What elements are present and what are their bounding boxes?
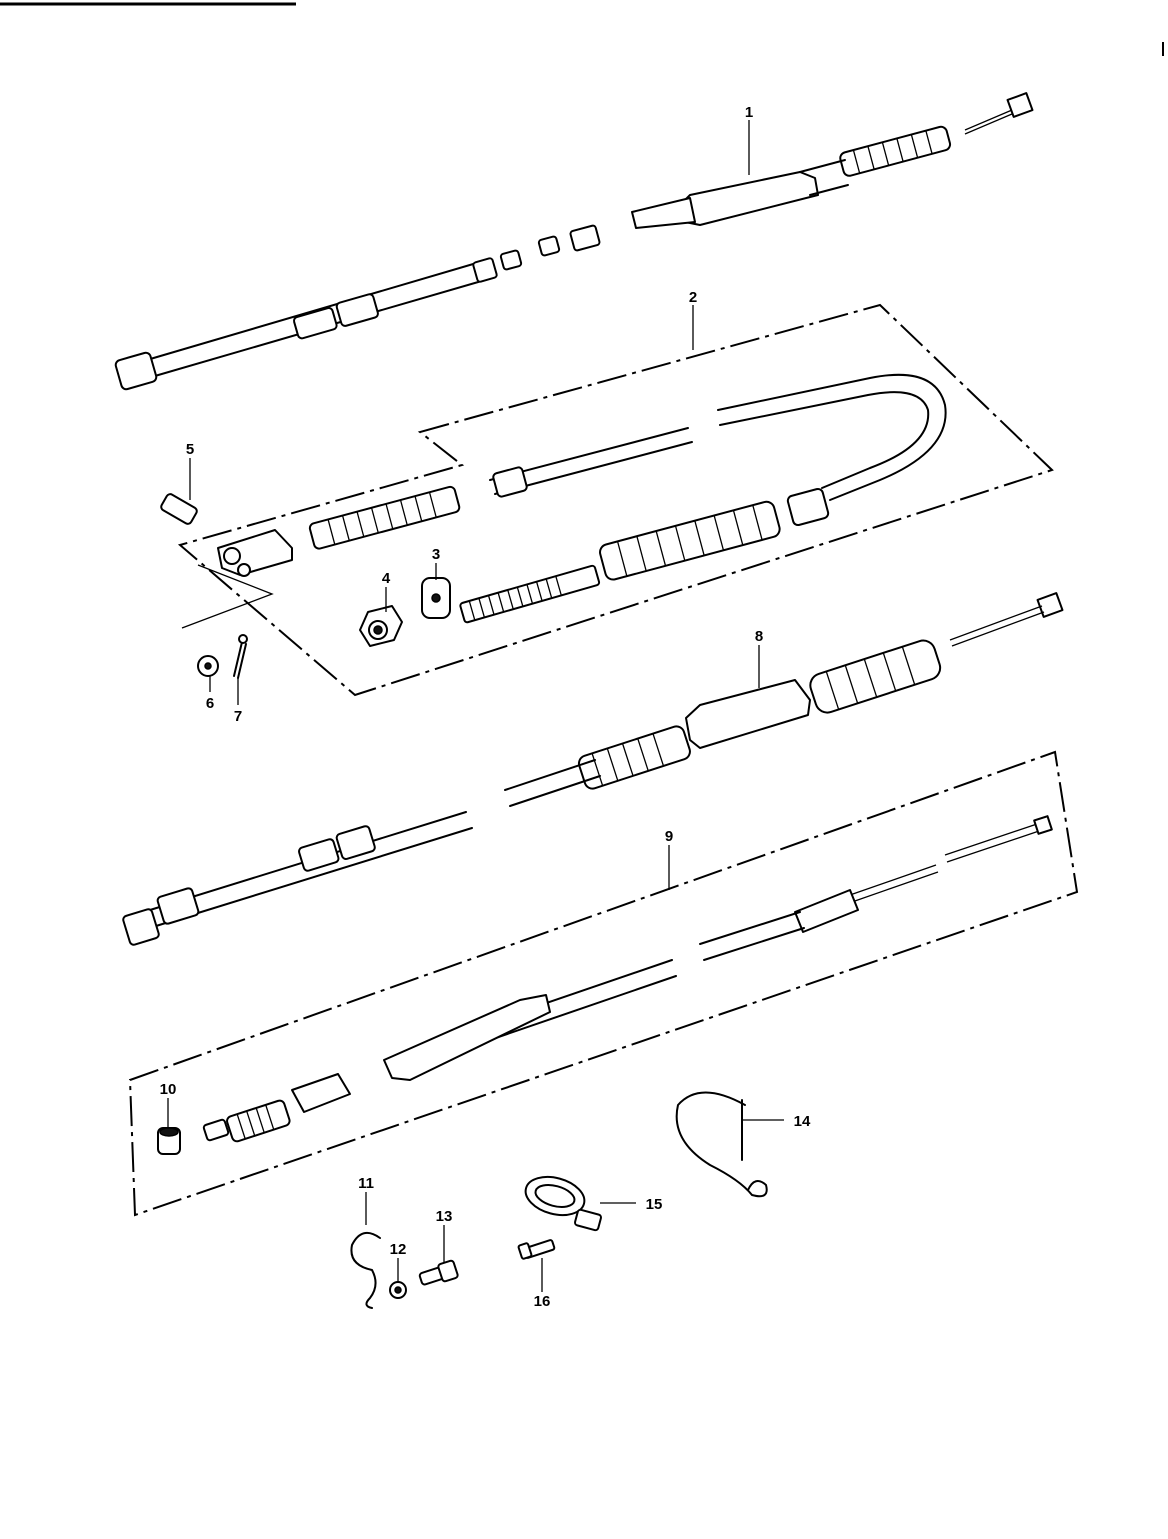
callout-16: 16 — [534, 1293, 551, 1310]
callout-10: 10 — [160, 1081, 177, 1098]
part-11-wire-clamp — [350, 1231, 381, 1309]
callout-6: 6 — [206, 695, 214, 712]
callout-9: 9 — [665, 828, 673, 845]
group-boundary-2 — [177, 303, 1054, 697]
part-14-cable-band — [675, 1091, 768, 1198]
part-16-screw — [517, 1239, 556, 1260]
cable-part-8 — [122, 592, 1064, 946]
callout-11: 11 — [358, 1175, 374, 1192]
callout-15: 15 — [646, 1196, 663, 1213]
part-10-cable-sleeve — [157, 1127, 181, 1155]
callout-7: 7 — [234, 708, 242, 725]
scan-marks — [0, 2, 1164, 56]
part-15-cable-clamp — [524, 1175, 602, 1232]
part-4-adjusting-nut — [359, 605, 403, 647]
cable-part-1 — [114, 92, 1034, 391]
part-7-cotter-pin — [233, 634, 248, 679]
callout-2: 2 — [689, 289, 697, 306]
callout-13: 13 — [436, 1208, 453, 1225]
group-boundary-9 — [128, 750, 1079, 1217]
cable-part-9 — [202, 815, 1053, 1143]
part-5-clevis-pin — [160, 493, 198, 525]
part-13-bolt — [418, 1259, 459, 1286]
part-6-washer — [197, 655, 219, 677]
callout-5: 5 — [186, 441, 194, 458]
callout-12: 12 — [390, 1241, 407, 1258]
callout-3: 3 — [432, 546, 440, 563]
callout-labels: 1 2 3 4 5 6 7 8 9 10 11 12 13 14 15 16 — [160, 104, 811, 1310]
part-3-cable-pin — [421, 577, 451, 619]
callout-4: 4 — [382, 570, 391, 587]
leader-lines — [167, 120, 784, 1292]
group-boundary-2-tab — [181, 564, 274, 629]
part-12-lock-washer — [389, 1281, 407, 1299]
callout-14: 14 — [794, 1113, 811, 1130]
cable-part-2 — [217, 373, 947, 624]
callout-1: 1 — [745, 104, 753, 121]
callout-8: 8 — [755, 628, 763, 645]
